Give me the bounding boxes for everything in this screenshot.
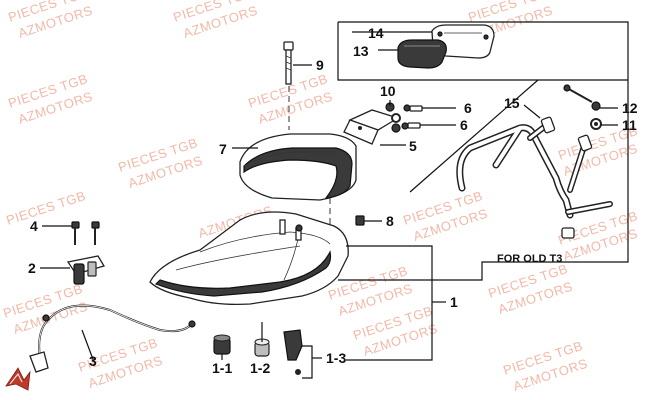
callout-10: 10 — [380, 83, 396, 99]
brand-logo — [5, 367, 31, 391]
backrest-frame-part — [456, 116, 613, 239]
washer-part — [590, 118, 602, 130]
callout-11: 11 — [622, 117, 637, 133]
release-cable-part — [29, 304, 196, 373]
callout-3: 3 — [89, 353, 97, 369]
callout-5: 5 — [409, 138, 417, 154]
callout-4: 4 — [30, 218, 38, 234]
main-seat-part — [149, 211, 349, 306]
callout-1-3: 1-3 — [326, 350, 346, 366]
callout-12: 12 — [622, 100, 638, 116]
callout-15: 15 — [504, 95, 520, 111]
callout-2: 2 — [28, 260, 36, 276]
backrest-pad-part — [397, 39, 447, 69]
bolt-part — [71, 221, 100, 245]
callout-6-upper: 6 — [464, 100, 472, 116]
leader-lines — [40, 31, 618, 379]
seat-bracket-part — [343, 109, 400, 145]
bolt-part — [563, 84, 601, 111]
callout-13: 13 — [353, 43, 369, 59]
callout-1-1: 1-1 — [212, 360, 232, 376]
callout-6-lower: 6 — [460, 117, 468, 133]
callout-14: 14 — [368, 25, 384, 41]
lock-bracket-part — [66, 255, 105, 285]
clip-part — [355, 215, 365, 226]
hinge-bracket-part — [283, 329, 303, 375]
callout-1-2: 1-2 — [250, 360, 270, 376]
callout-8: 8 — [386, 213, 394, 229]
inset-note: FOR OLD T3 — [497, 253, 562, 265]
callout-9: 9 — [316, 57, 324, 73]
rubber-damper-part — [213, 334, 231, 355]
callout-1: 1 — [450, 294, 458, 310]
pillion-seat-part — [239, 133, 357, 201]
inset-frame — [337, 21, 629, 281]
bolt-part — [385, 102, 423, 133]
long-bolt-part — [283, 41, 294, 85]
seat-stud-part — [279, 219, 303, 241]
callout-7: 7 — [219, 141, 227, 157]
